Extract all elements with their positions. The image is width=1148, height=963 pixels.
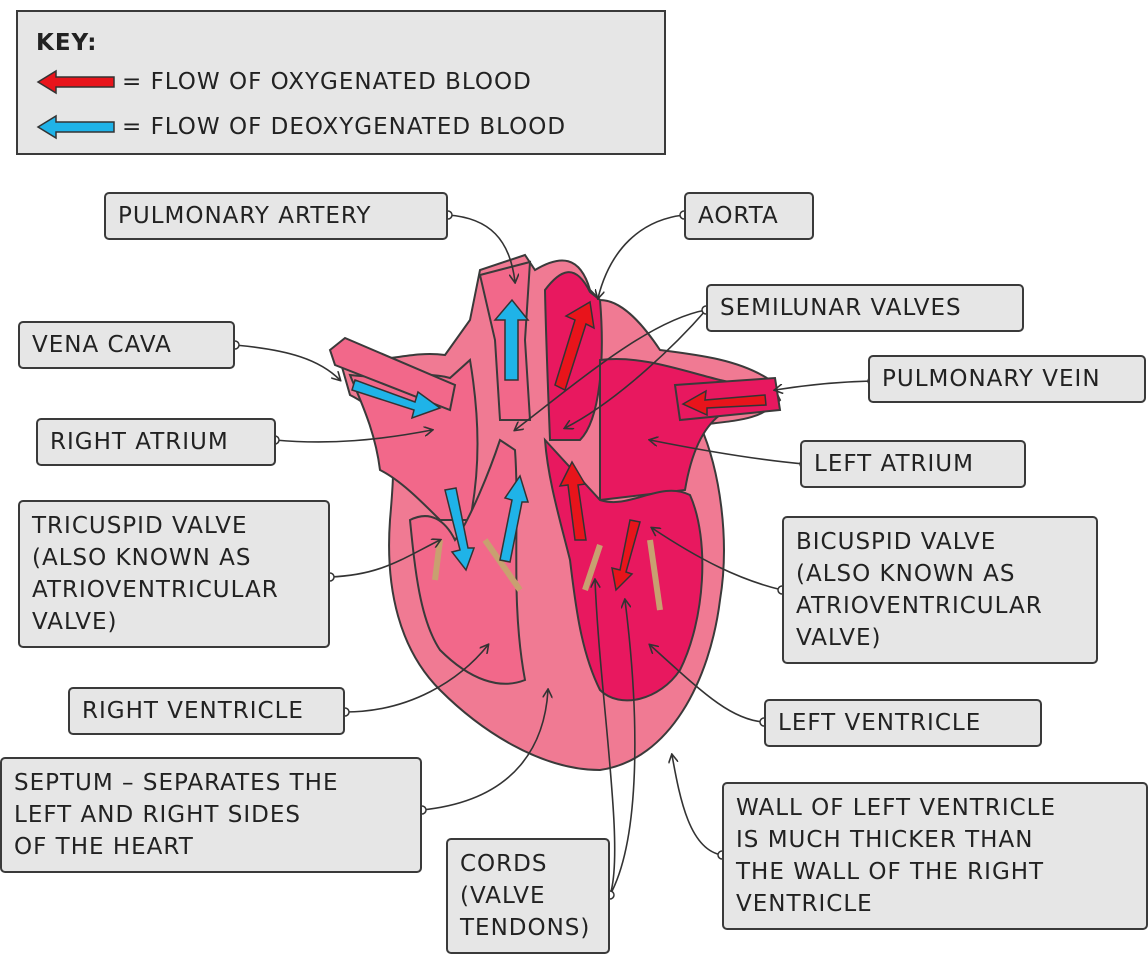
label-left-atrium: LEFT ATRIUM [800,440,1026,488]
key-deoxygenated-label: = FLOW OF DEOXYGENATED BLOOD [122,114,566,140]
leader-aorta [598,215,684,298]
label-pulmonary-artery: PULMONARY ARTERY [104,192,448,240]
red-arrow-icon [36,69,116,95]
key-title: KEY: [36,30,97,56]
leader-pulmonary-vein [775,381,872,390]
leader-vena-cava [235,345,340,380]
key-row-oxygenated: = FLOW OF OXYGENATED BLOOD [36,62,532,102]
blue-arrow-icon [36,114,116,140]
key-oxygenated-label: = FLOW OF OXYGENATED BLOOD [122,69,532,95]
label-bicuspid-valve: BICUSPID VALVE (ALSO KNOWN AS ATRIOVENTR… [782,516,1098,664]
key-row-deoxygenated: = FLOW OF DEOXYGENATED BLOOD [36,107,566,147]
label-right-atrium: RIGHT ATRIUM [36,418,276,466]
label-septum: SEPTUM – SEPARATES THE LEFT AND RIGHT SI… [0,757,422,873]
label-pulmonary-vein: PULMONARY VEIN [868,355,1146,403]
label-vena-cava: VENA CAVA [18,321,235,369]
key-legend: KEY: = FLOW OF OXYGENATED BLOOD = FLOW O… [16,10,666,155]
label-cords: CORDS (VALVE TENDONS) [446,838,610,954]
label-tricuspid-valve: TRICUSPID VALVE (ALSO KNOWN AS ATRIOVENT… [18,500,330,648]
label-aorta: AORTA [684,192,814,240]
label-right-ventricle: RIGHT VENTRICLE [68,687,345,735]
label-wall-left-ventricle: WALL OF LEFT VENTRICLE IS MUCH THICKER T… [722,782,1148,930]
label-semilunar-valves: SEMILUNAR VALVES [706,284,1024,332]
leader-wall [672,755,722,855]
label-left-ventricle: LEFT VENTRICLE [764,699,1042,747]
